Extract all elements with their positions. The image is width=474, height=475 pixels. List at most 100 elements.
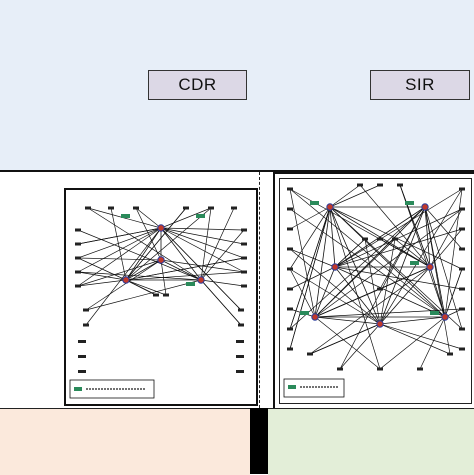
hub-node xyxy=(376,320,384,328)
hub-node xyxy=(311,313,319,321)
leaf-node xyxy=(241,228,247,232)
leaf-node xyxy=(83,308,89,312)
hub-node xyxy=(157,224,165,232)
network-edge xyxy=(125,279,167,296)
network-edge xyxy=(429,266,446,318)
network-edge xyxy=(444,268,463,318)
leaf-node xyxy=(459,227,465,231)
leaf-node xyxy=(377,183,383,187)
network-edge xyxy=(289,206,426,330)
green-tag xyxy=(186,282,195,286)
network-edge xyxy=(77,227,162,245)
leaf-node xyxy=(78,355,86,358)
network-edge xyxy=(314,206,426,318)
leaf-node xyxy=(417,367,423,371)
leaf-node xyxy=(208,206,214,210)
network-edge xyxy=(125,279,157,296)
network-edge xyxy=(289,266,336,290)
network-edge xyxy=(334,266,446,318)
network-edge xyxy=(125,207,212,281)
network-edge xyxy=(329,206,381,370)
network-edge xyxy=(329,184,361,208)
leaf-node xyxy=(108,206,114,210)
legend-swatch xyxy=(74,387,82,391)
leaf-node xyxy=(238,308,244,312)
network-edge xyxy=(309,266,431,355)
legend-swatch xyxy=(288,385,296,389)
leaf-node xyxy=(337,367,343,371)
network-edge xyxy=(314,316,381,325)
leaf-node xyxy=(397,183,403,187)
network-edge xyxy=(334,266,463,290)
network-edge xyxy=(85,227,162,326)
network-edge xyxy=(379,323,451,355)
sir-label: SIR xyxy=(370,70,470,100)
leaf-node xyxy=(75,228,81,232)
leaf-node xyxy=(307,352,313,356)
cdr-label: CDR xyxy=(148,70,247,100)
leaf-node xyxy=(241,242,247,246)
network-edge xyxy=(289,206,331,330)
network-edge xyxy=(77,227,162,259)
hub-node xyxy=(122,276,130,284)
network-edge xyxy=(289,206,331,230)
network-edge xyxy=(77,229,202,281)
leaf-node xyxy=(362,237,368,241)
network-edge xyxy=(329,206,336,268)
footer-separator xyxy=(250,408,268,474)
leaf-node xyxy=(459,247,465,251)
network-edge xyxy=(334,188,463,268)
network-edge xyxy=(160,227,245,245)
network-edge xyxy=(85,279,202,311)
leaf-node xyxy=(153,293,159,297)
leaf-node xyxy=(78,340,86,343)
network-edge xyxy=(419,316,446,370)
network-edge xyxy=(125,257,245,281)
hub-node xyxy=(326,203,334,211)
leaf-node xyxy=(75,284,81,288)
leaf-node xyxy=(287,247,293,251)
dashed-divider xyxy=(259,172,260,408)
network-edge xyxy=(289,248,336,268)
leaf-node xyxy=(287,207,293,211)
network-edge xyxy=(200,207,235,281)
network-edge xyxy=(314,266,431,318)
network-edge xyxy=(314,316,381,370)
hub-node xyxy=(421,203,429,211)
network-edge xyxy=(314,266,336,318)
network-edge xyxy=(77,271,127,281)
network-edge xyxy=(379,238,396,325)
network-edge xyxy=(160,227,245,259)
network-edge xyxy=(289,206,331,270)
leaf-node xyxy=(236,355,244,358)
leaf-node xyxy=(377,237,383,241)
legend-box xyxy=(283,378,345,398)
leaf-node xyxy=(459,207,465,211)
green-tag xyxy=(410,261,419,265)
network-edge xyxy=(359,184,431,268)
leaf-node xyxy=(459,307,465,311)
network-edge xyxy=(364,238,381,325)
hub-node xyxy=(197,276,205,284)
hub-node xyxy=(157,256,165,264)
green-tag xyxy=(196,214,205,218)
network-edge xyxy=(379,316,446,370)
leaf-node xyxy=(241,284,247,288)
network-edge xyxy=(289,188,316,318)
network-edge xyxy=(289,248,381,325)
leaf-node xyxy=(357,183,363,187)
green-tag xyxy=(121,214,130,218)
network-edge xyxy=(334,208,463,268)
network-edge xyxy=(200,279,245,287)
network-edge xyxy=(334,266,381,325)
hub-node xyxy=(426,263,434,271)
network-edge xyxy=(160,227,202,281)
network-edge xyxy=(160,259,202,281)
leaf-node xyxy=(459,187,465,191)
network-edge xyxy=(289,208,446,318)
network-edge xyxy=(110,207,127,281)
network-edge xyxy=(77,257,162,261)
leaf-node xyxy=(231,206,237,210)
hub-node xyxy=(441,313,449,321)
leaf-node xyxy=(287,347,293,351)
